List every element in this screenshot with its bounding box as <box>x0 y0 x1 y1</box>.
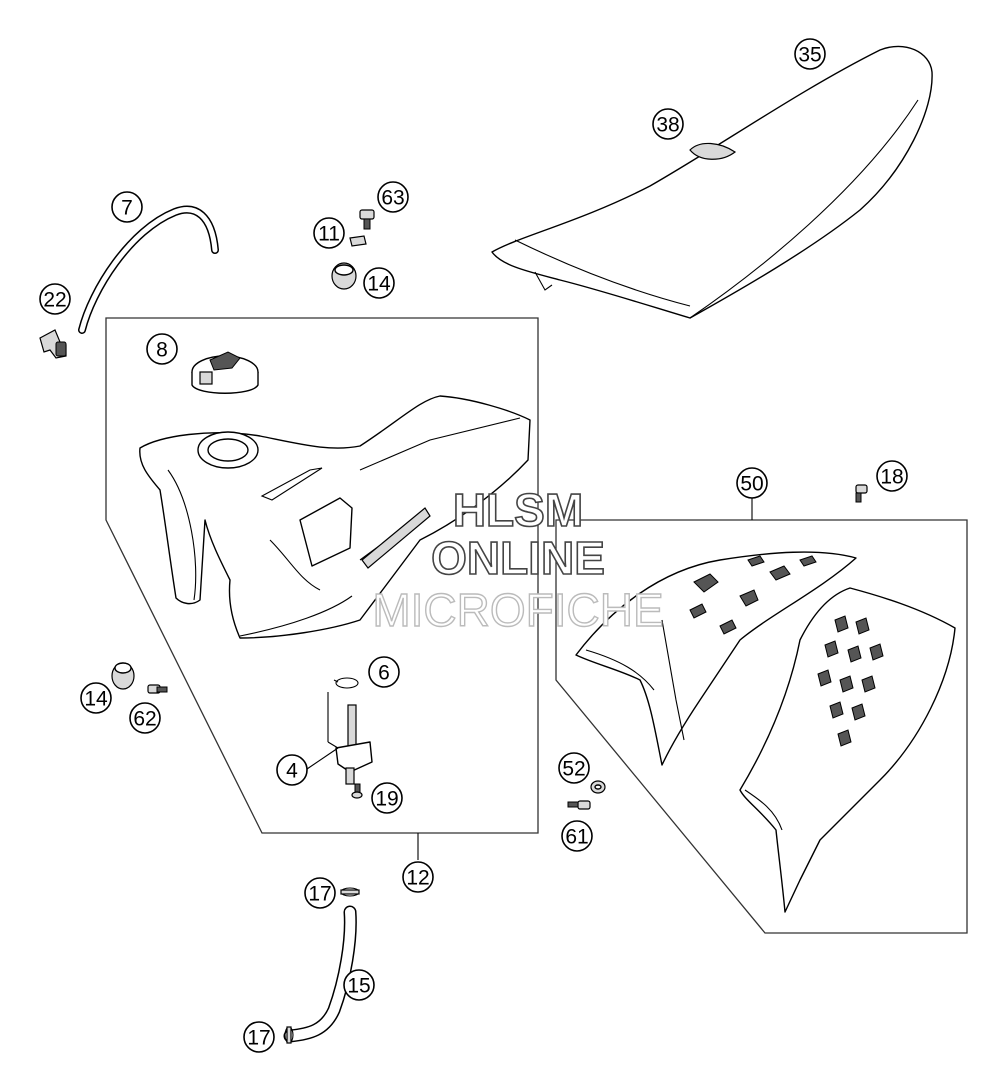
callout-6[interactable]: 6 <box>368 656 400 688</box>
fuel-tap-screw[interactable] <box>351 783 363 799</box>
svg-text:63: 63 <box>381 187 404 210</box>
svg-text:17: 17 <box>308 883 331 906</box>
fuel-tap[interactable] <box>327 692 373 785</box>
svg-text:14: 14 <box>84 688 108 711</box>
svg-text:12: 12 <box>406 867 429 890</box>
callout-17-lower[interactable]: 17 <box>243 1021 275 1053</box>
callout-7[interactable]: 7 <box>111 191 143 223</box>
svg-text:35: 35 <box>798 44 821 67</box>
fuel-tank-group-frame <box>105 317 539 834</box>
callout-15[interactable]: 15 <box>343 969 375 1001</box>
callout-11[interactable]: 11 <box>313 217 345 249</box>
svg-text:62: 62 <box>133 708 156 731</box>
svg-text:HLSM: HLSM <box>453 484 583 536</box>
svg-text:14: 14 <box>367 273 391 296</box>
o-ring[interactable] <box>335 677 359 689</box>
spoiler-left[interactable] <box>575 551 857 766</box>
svg-text:52: 52 <box>562 758 585 781</box>
svg-text:61: 61 <box>565 826 588 849</box>
callout-61[interactable]: 61 <box>561 820 593 852</box>
svg-text:6: 6 <box>378 662 390 685</box>
callout-38[interactable]: 38 <box>652 108 684 140</box>
svg-text:22: 22 <box>43 289 66 312</box>
spoiler-group-frame <box>555 519 968 934</box>
callout-19[interactable]: 19 <box>371 782 403 814</box>
hose-clamp-top[interactable] <box>340 887 360 897</box>
callout-50[interactable]: 50 <box>736 467 768 499</box>
svg-text:ONLINE: ONLINE <box>431 532 605 584</box>
callout-22[interactable]: 22 <box>39 283 71 315</box>
svg-text:7: 7 <box>121 197 133 220</box>
fuel-hose[interactable] <box>283 905 357 1043</box>
callout-14-upper[interactable]: 14 <box>363 267 395 299</box>
mount-screw[interactable] <box>359 209 375 230</box>
hose-clamp-bottom[interactable] <box>284 1026 294 1044</box>
elbow-fitting[interactable] <box>39 329 67 359</box>
callout-52[interactable]: 52 <box>558 752 590 784</box>
svg-text:4: 4 <box>286 760 298 783</box>
svg-text:18: 18 <box>880 466 903 489</box>
callout-63[interactable]: 63 <box>377 181 409 213</box>
svg-text:17: 17 <box>247 1027 270 1050</box>
fuel-cap[interactable] <box>191 351 259 394</box>
svg-text:MICROFICHE: MICROFICHE <box>372 584 663 636</box>
leader-lines <box>306 679 339 770</box>
seat[interactable] <box>491 45 933 319</box>
svg-text:50: 50 <box>740 473 763 496</box>
spoiler-right[interactable] <box>739 587 956 913</box>
mount-screw-lower[interactable] <box>147 684 168 694</box>
rubber-damper-lower[interactable] <box>111 662 135 690</box>
spoiler-screw-top[interactable] <box>855 484 868 503</box>
svg-text:8: 8 <box>156 339 168 362</box>
spoiler-screw[interactable] <box>567 800 591 810</box>
bushing[interactable] <box>349 235 367 247</box>
callout-18[interactable]: 18 <box>876 460 908 492</box>
callout-17-upper[interactable]: 17 <box>304 877 336 909</box>
watermark: HLSM ONLINE MICROFICHE <box>372 483 665 637</box>
callout-35[interactable]: 35 <box>794 38 826 70</box>
callout-12[interactable]: 12 <box>402 861 434 893</box>
fuel-tank[interactable] <box>139 395 531 639</box>
callout-4[interactable]: 4 <box>276 754 308 786</box>
svg-text:11: 11 <box>318 223 340 246</box>
callout-8[interactable]: 8 <box>146 333 178 365</box>
callout-14-lower[interactable]: 14 <box>80 682 112 714</box>
vent-hose[interactable] <box>78 205 219 334</box>
svg-text:15: 15 <box>347 975 370 998</box>
svg-text:19: 19 <box>375 788 398 811</box>
rubber-damper[interactable] <box>331 262 357 290</box>
svg-text:38: 38 <box>656 114 679 137</box>
callout-62[interactable]: 62 <box>129 702 161 734</box>
spoiler-washer[interactable] <box>590 780 606 794</box>
